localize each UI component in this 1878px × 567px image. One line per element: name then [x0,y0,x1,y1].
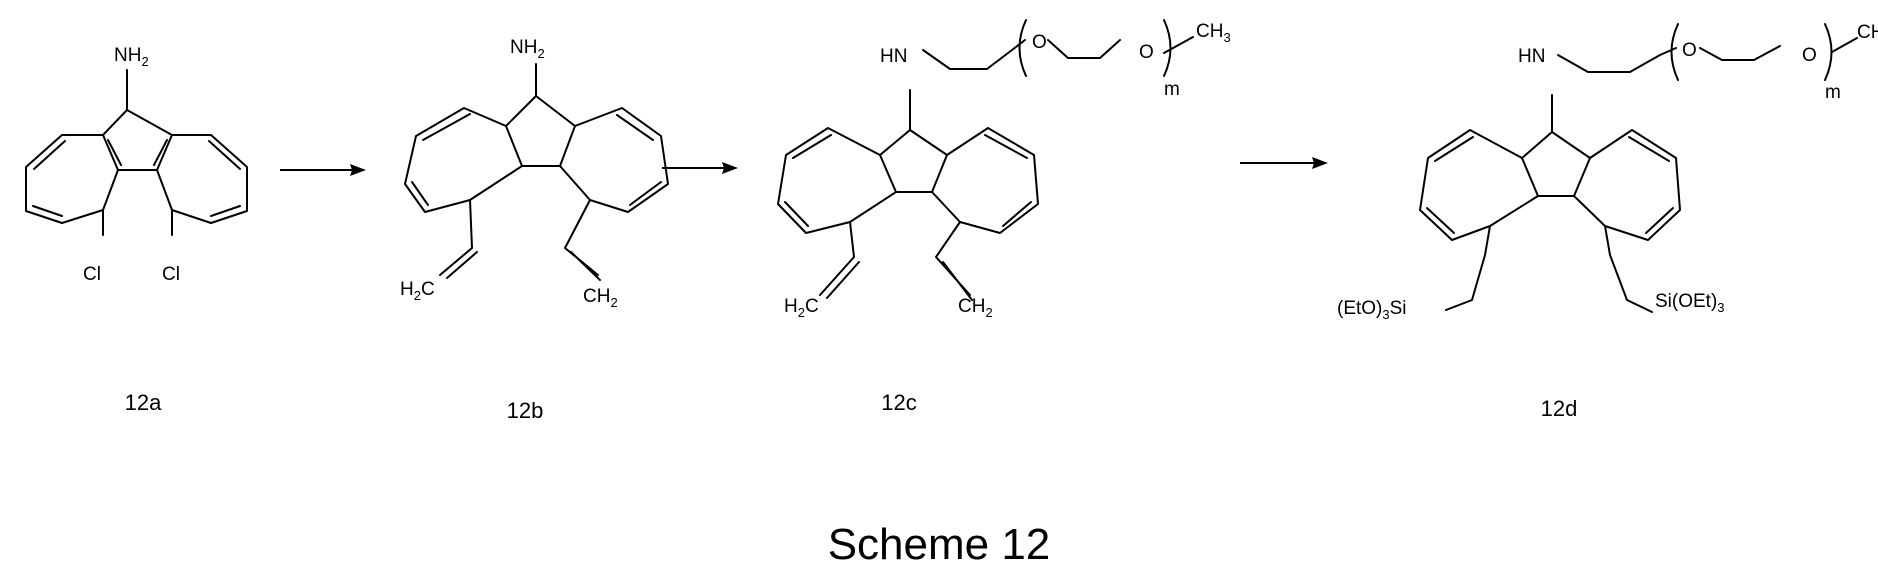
reaction-arrow-1 [280,164,366,176]
atom-hn-12c: HN [880,46,907,67]
atom-cl-right-12a: Cl [162,264,180,285]
atom-nh2-12b: NH2 [510,37,545,61]
compound-label-12c: 12c [881,390,916,415]
compound-label-12b: 12b [507,398,544,423]
bonds-12a [26,70,247,235]
atom-o-methoxy-12d: O [1802,45,1817,66]
bonds-12d [1420,38,1857,312]
compound-12b: NH2 H2C CH2 [400,37,668,310]
atom-nh2-12a: NH2 [114,45,149,69]
compound-label-12a: 12a [125,390,162,415]
compound-12d: HN O O CH3 m (EtO)3Si Si(OEt)3 [1337,22,1878,322]
reaction-arrow-3 [1240,157,1328,169]
atom-ch3-12c: CH3 [1196,21,1231,45]
atom-ch2-12b: CH2 [583,286,618,310]
compound-12a: NH2 Cl Cl [26,45,247,285]
compound-12c: HN O O CH3 m H2C CH2 [778,20,1231,320]
compound-label-12d: 12d [1541,396,1578,421]
atom-eto3si-12d: (EtO)3Si [1337,298,1407,322]
atom-o-peg-12d: O [1682,40,1697,61]
atom-o-peg-12c: O [1032,32,1047,53]
atom-ch3-12d: CH3 [1857,22,1878,46]
bonds-12b [405,64,668,280]
atom-cl-left-12a: Cl [83,264,101,285]
atom-m-12c: m [1164,79,1180,100]
atom-h2c-12c: H2C [784,296,819,320]
bonds-12c [778,37,1193,300]
atom-h2c-12b: H2C [400,279,435,303]
atom-sioet3-12d: Si(OEt)3 [1655,291,1725,315]
scheme-title: Scheme 12 [828,520,1051,567]
atom-ch2-12c: CH2 [958,296,993,320]
atom-m-12d: m [1825,82,1841,103]
atom-hn-12d: HN [1518,46,1545,67]
atom-o-methoxy-12c: O [1139,42,1154,63]
reaction-arrow-2 [662,162,738,174]
